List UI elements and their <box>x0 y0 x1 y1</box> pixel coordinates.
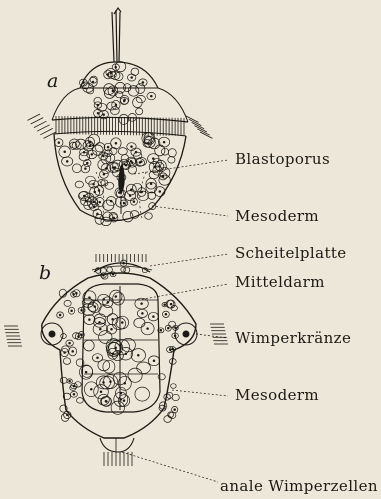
label-anale-wimperzellen: anale Wimperzellen <box>220 477 378 495</box>
leader-anale-wimperzellen <box>122 452 218 482</box>
leader-mitteldarm <box>138 284 228 300</box>
label-blastoporus: Blastoporus <box>235 150 330 168</box>
panel-b-cilia <box>4 254 228 466</box>
label-wimperkraenze: Wimperkränze <box>235 329 351 347</box>
leader-lines <box>122 160 228 482</box>
leader-blastoporus <box>134 160 228 174</box>
leader-scheitelplatte <box>150 254 228 266</box>
panel-letter-a: a <box>47 70 58 92</box>
label-mesoderm-b: Mesoderm <box>235 386 319 404</box>
leader-mesoderm-b <box>172 390 228 396</box>
label-mitteldarm: Mitteldarm <box>235 273 325 291</box>
panel-letter-b: b <box>39 262 51 284</box>
label-mesoderm-a: Mesoderm <box>235 207 319 225</box>
panel-a-gastrula <box>52 8 188 221</box>
leader-mesoderm-a <box>152 206 228 216</box>
label-scheitelplatte: Scheitelplatte <box>235 244 347 262</box>
